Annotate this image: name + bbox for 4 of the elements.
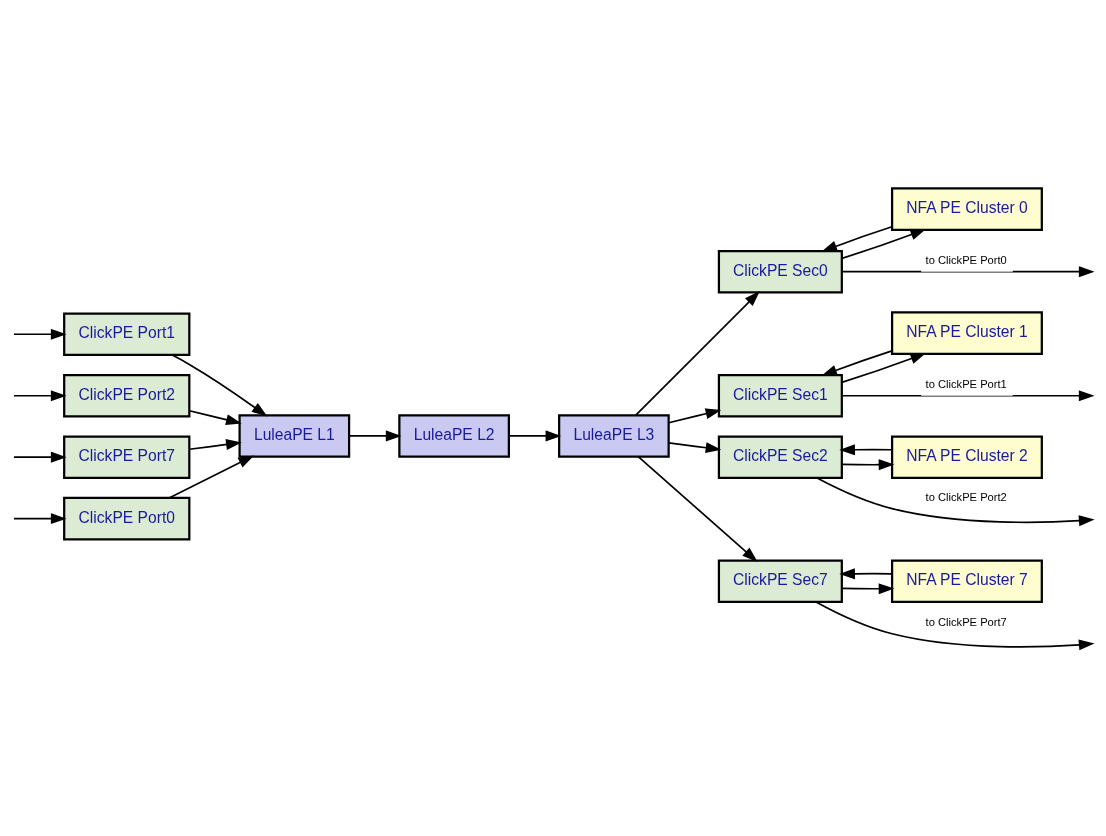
edge-label: to ClickPE Port7 <box>925 616 1007 629</box>
edge-label: to ClickPE Port0 <box>925 254 1007 267</box>
edge-label: to ClickPE Port2 <box>925 491 1007 504</box>
edge-label: to ClickPE Port1 <box>925 378 1007 391</box>
